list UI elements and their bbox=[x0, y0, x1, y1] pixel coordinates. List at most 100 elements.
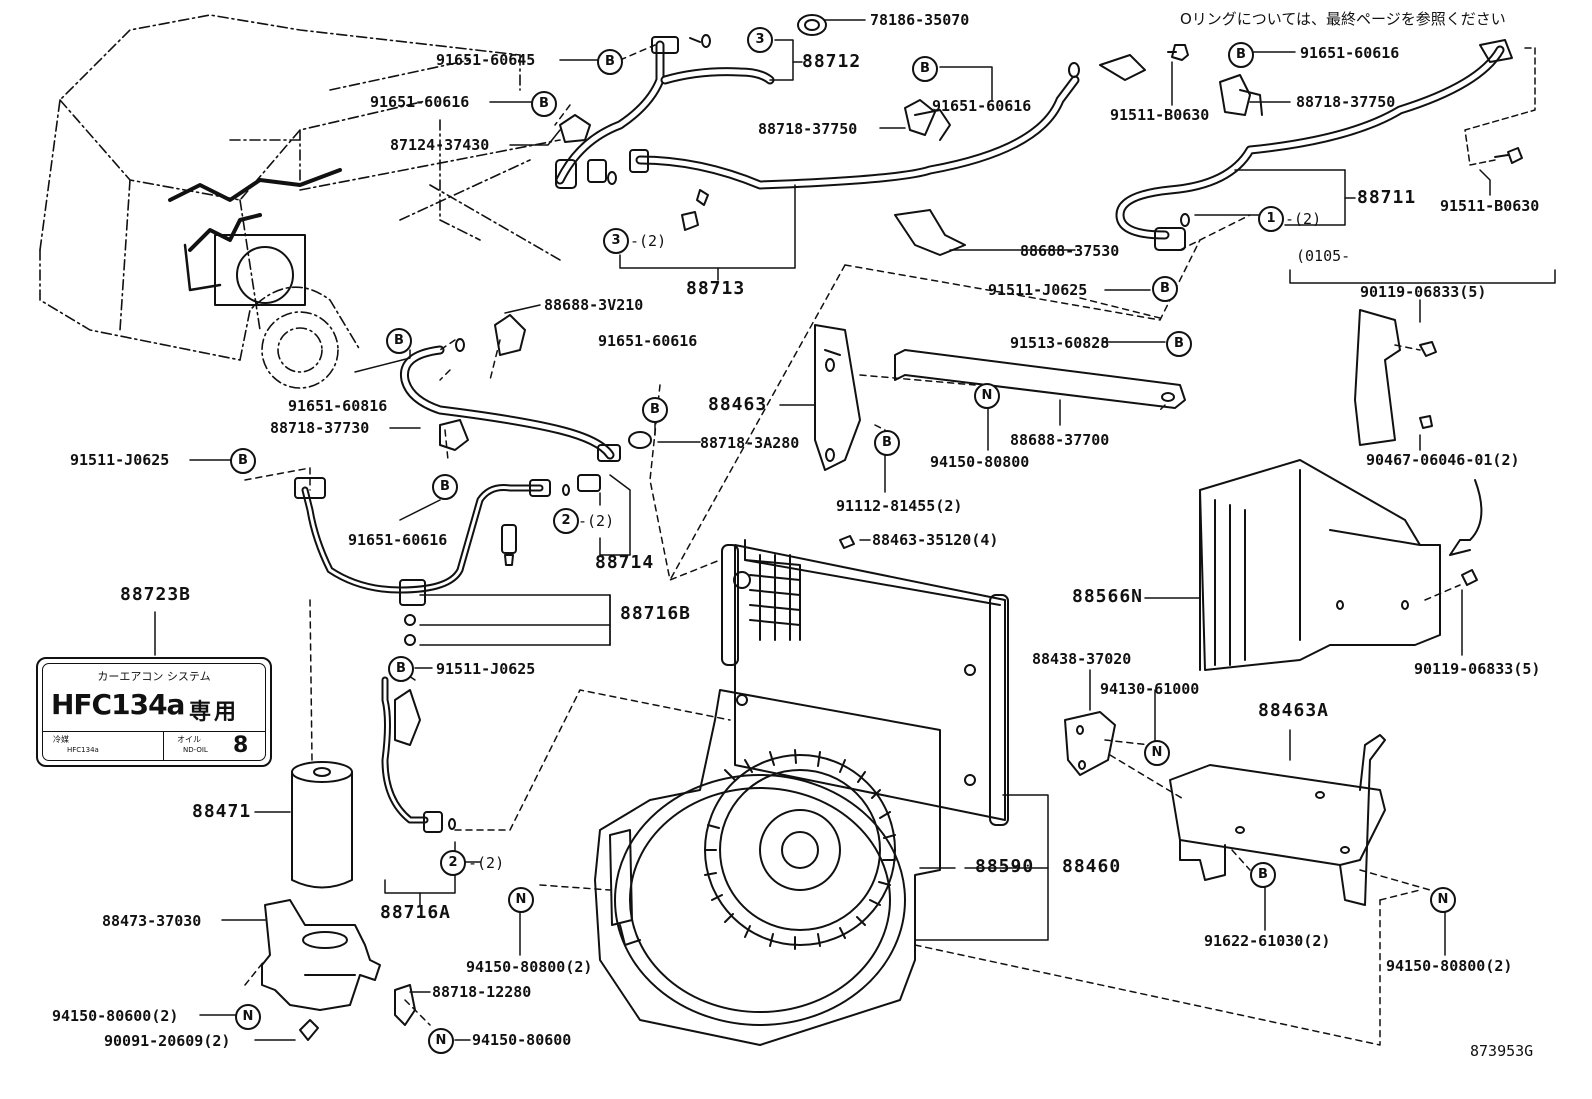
plate-info-row: 冷媒 HFC134a オイル ND-OIL 8 bbox=[43, 731, 265, 760]
label-90467-06046: 90467-06046-01(2) bbox=[1366, 451, 1520, 469]
label-91651-60616-b: 91651-60616 bbox=[932, 97, 1032, 115]
label-88438-37020: 88438-37020 bbox=[1032, 650, 1132, 668]
badge-b: B bbox=[1152, 276, 1178, 302]
badge-b: B bbox=[1166, 331, 1192, 357]
label-91651-60816: 91651-60816 bbox=[288, 397, 388, 415]
plate-main-text: HFC134a bbox=[51, 688, 185, 721]
label-91651-60616-a: 91651-60616 bbox=[370, 93, 470, 111]
badge-1: 1 bbox=[1258, 206, 1284, 232]
badge-2: 2 bbox=[440, 850, 466, 876]
label-94150-80600-b: 94150-80600 bbox=[472, 1031, 572, 1049]
label-91112-81455: 91112-81455(2) bbox=[836, 497, 963, 515]
label-94150-80800-a: 94150-80800 bbox=[930, 453, 1030, 471]
label-88688-37700: 88688-37700 bbox=[1010, 431, 1110, 449]
vehicle-hoses bbox=[168, 168, 342, 306]
cover-88566n bbox=[1199, 459, 1441, 671]
plate-separator bbox=[163, 732, 164, 760]
bracket-88438 bbox=[1064, 711, 1116, 776]
clamp-88718-37750-a bbox=[904, 99, 951, 141]
label-90119-06833-b: 90119-06833(5) bbox=[1414, 660, 1541, 678]
label-2-qty-b: -(2) bbox=[468, 854, 505, 872]
label-2-qty-a: -(2) bbox=[578, 512, 615, 530]
label-3-qty: -(2) bbox=[630, 232, 667, 250]
fan-shroud-88590 bbox=[594, 689, 941, 1046]
bracket-88463a bbox=[1169, 734, 1386, 906]
range-note: (0105- bbox=[1296, 247, 1351, 265]
label-94150-80600-a: 94150-80600(2) bbox=[52, 1007, 179, 1025]
label-91513-60828: 91513-60828 bbox=[1010, 334, 1110, 352]
badge-b: B bbox=[912, 56, 938, 82]
label-88718-12280: 88718-12280 bbox=[432, 983, 532, 1001]
label-88473-37030: 88473-37030 bbox=[102, 912, 202, 930]
plate-oil-label: オイル bbox=[177, 735, 201, 744]
label-88688-3v210: 88688-3V210 bbox=[544, 296, 644, 314]
badge-b: B bbox=[1250, 862, 1276, 888]
label-91511-j0625-c: 91511-J0625 bbox=[436, 660, 536, 678]
badge-2: 2 bbox=[553, 508, 579, 534]
label-88566n: 88566N bbox=[1072, 586, 1144, 607]
label-88688-37530: 88688-37530 bbox=[1020, 242, 1120, 260]
dashed-leader-88711 bbox=[1464, 47, 1536, 166]
badge-n: N bbox=[974, 383, 1000, 409]
label-88718-37730: 88718-37730 bbox=[270, 419, 370, 437]
arrow-curve bbox=[1449, 479, 1483, 556]
leader-lines bbox=[154, 19, 1556, 1041]
label-88463-35120: 88463-35120(4) bbox=[872, 531, 999, 549]
label-88713: 88713 bbox=[686, 278, 746, 299]
bolt-91511-b0630-b bbox=[1494, 147, 1523, 164]
label-88463a: 88463A bbox=[1258, 700, 1330, 721]
label-87124-37430: 87124-37430 bbox=[390, 136, 490, 154]
pressure-switch bbox=[501, 524, 517, 566]
clamp-87124 bbox=[559, 114, 591, 143]
refrigerant-label-plate: カーエアコン システム HFC134a 専用 冷媒 HFC134a オイル ND… bbox=[36, 657, 272, 767]
label-88716a: 88716A bbox=[380, 902, 452, 923]
label-94130-61000: 94130-61000 bbox=[1100, 680, 1200, 698]
badge-3: 3 bbox=[747, 27, 773, 53]
oring-note: Oリングについては、最終ページを参照ください bbox=[1180, 10, 1506, 28]
pipe-88716a bbox=[381, 676, 456, 833]
bolt-88463-35120 bbox=[839, 535, 855, 549]
badge-n: N bbox=[1430, 887, 1456, 913]
label-88712: 88712 bbox=[802, 51, 862, 72]
label-88463: 88463 bbox=[708, 394, 768, 415]
hose-88712 bbox=[555, 34, 775, 189]
bracket-0105 bbox=[1354, 309, 1437, 446]
label-88718-37750-b: 88718-37750 bbox=[1296, 93, 1396, 111]
badge-b: B bbox=[597, 49, 623, 75]
bracket-88688-37530 bbox=[894, 209, 966, 256]
plate-oil-number: 8 bbox=[233, 733, 249, 758]
label-91511-b0630-a: 91511-B0630 bbox=[1110, 106, 1210, 124]
label-90119-06833-a: 90119-06833(5) bbox=[1360, 283, 1487, 301]
bolt-90119-b bbox=[1461, 569, 1478, 586]
label-90091-20609: 90091-20609(2) bbox=[104, 1032, 231, 1050]
label-1-qty: -(2) bbox=[1285, 210, 1322, 228]
condenser-88460 bbox=[721, 539, 1009, 826]
label-88718-37750-a: 88718-37750 bbox=[758, 120, 858, 138]
grommet-78186 bbox=[797, 14, 827, 36]
dashed-leaders bbox=[244, 44, 1461, 1046]
plate-refrigerant-label: 冷媒 bbox=[53, 735, 69, 744]
badge-b: B bbox=[874, 430, 900, 456]
badge-b: B bbox=[432, 474, 458, 500]
label-88460: 88460 bbox=[1062, 856, 1122, 877]
clamp-88718-37750-b bbox=[1219, 74, 1263, 116]
small-parts-88713 bbox=[681, 189, 709, 231]
plate-main-suffix: 専用 bbox=[189, 700, 240, 725]
label-91651-60616-e: 91651-60616 bbox=[348, 531, 448, 549]
plate-inner-border: カーエアコン システム HFC134a 専用 冷媒 HFC134a オイル ND… bbox=[42, 663, 266, 761]
hose-88711 bbox=[1115, 39, 1513, 251]
badge-b: B bbox=[230, 448, 256, 474]
bracket-88463 bbox=[814, 324, 861, 471]
label-91511-j0625-a: 91511-J0625 bbox=[988, 281, 1088, 299]
clamp-88718-37730 bbox=[439, 419, 469, 451]
label-88711: 88711 bbox=[1357, 187, 1417, 208]
label-78186-35070: 78186-35070 bbox=[870, 11, 970, 29]
badge-n: N bbox=[235, 1004, 261, 1030]
bracket-88473 bbox=[261, 899, 381, 1041]
label-88471: 88471 bbox=[192, 801, 252, 822]
receiver-dryer bbox=[291, 761, 353, 889]
clamp-88718-3a280 bbox=[628, 431, 652, 449]
badge-b: B bbox=[1228, 42, 1254, 68]
drawing-id: 873953G bbox=[1470, 1042, 1534, 1060]
